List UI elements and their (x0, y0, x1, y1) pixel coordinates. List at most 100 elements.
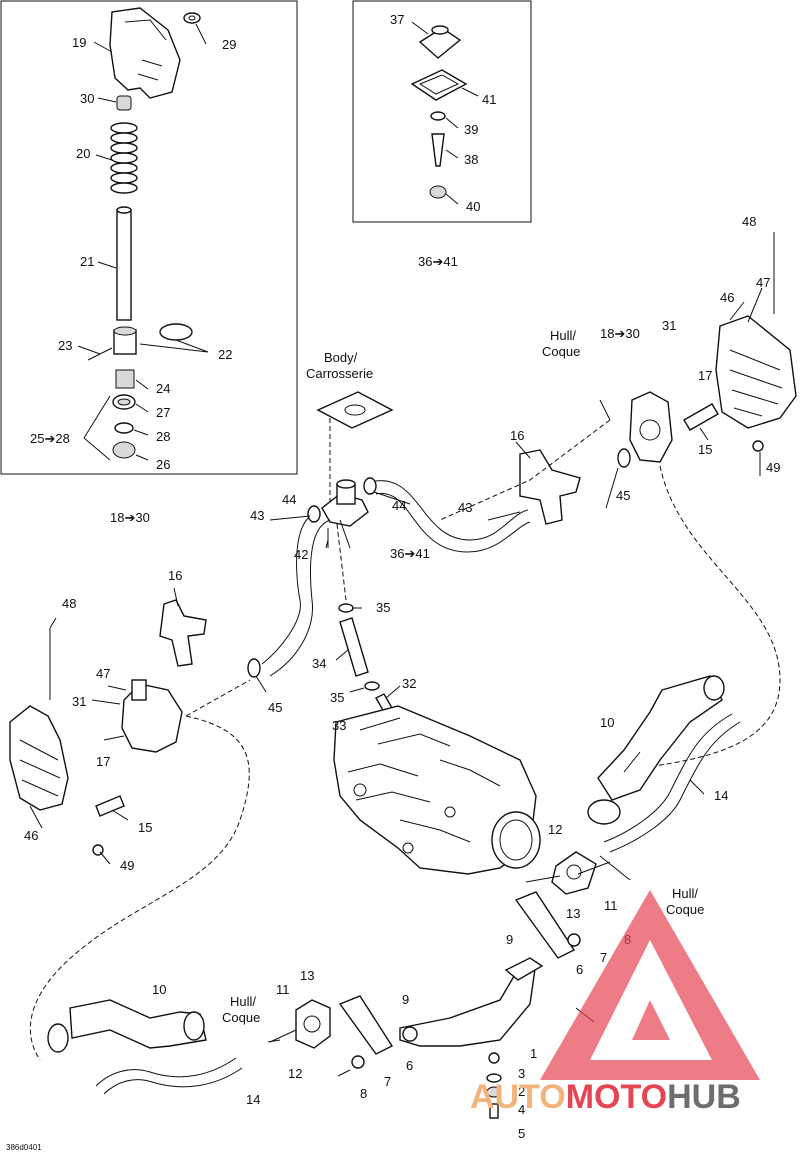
body-plate (316, 391, 394, 429)
callout-36-41-top: 36➔41 (418, 254, 458, 269)
document-code: 386d0401 (6, 1143, 42, 1152)
callout-42: 42 (294, 547, 308, 562)
watermark-logo: AUTOMOTOHUB (470, 890, 760, 1116)
callout-14-left: 14 (246, 1092, 260, 1107)
part-40-seal (429, 185, 447, 199)
jet-pump-housing (333, 705, 541, 875)
callout-44-left: 44 (282, 492, 296, 507)
hose-14-left (95, 1057, 237, 1087)
hose-43-right (369, 480, 529, 541)
callout-20: 20 (76, 146, 90, 161)
valve-assembly (410, 21, 479, 205)
callout-16-left: 16 (168, 568, 182, 583)
washer-7-left (351, 1055, 365, 1069)
callout-14-right: 14 (714, 788, 728, 803)
callout-43-right: 43 (458, 500, 472, 515)
callout-25-28: 25➔28 (30, 431, 70, 446)
callout-10-left: 10 (152, 982, 166, 997)
duct-10-right (597, 675, 723, 801)
hull-mid-label-line1: Hull/ (672, 886, 698, 901)
callout-7-left: 7 (384, 1074, 391, 1089)
shaft-15-left (95, 795, 125, 817)
inset-box-right (352, 0, 532, 223)
nut-3 (488, 1052, 500, 1064)
washer-7-right (567, 933, 581, 947)
callout-19: 19 (72, 35, 86, 50)
callout-45-right: 45 (616, 488, 630, 503)
callout-49-right: 49 (766, 460, 780, 475)
watermark-auto: AUTO (470, 1078, 566, 1116)
hull-top-label-line2: Coque (542, 344, 580, 359)
callout-15-left: 15 (138, 820, 152, 835)
arm-9 (514, 891, 576, 959)
link-12-right (504, 957, 544, 981)
callout-36-41-center: 36➔41 (390, 546, 430, 561)
callout-39: 39 (464, 122, 478, 137)
callout-8-left: 8 (360, 1086, 367, 1101)
callout-15-right: 15 (698, 442, 712, 457)
clamp-45-right (617, 448, 631, 468)
bolt-5 (489, 1103, 499, 1119)
callout-1: 1 (530, 1046, 537, 1061)
callout-40: 40 (466, 199, 480, 214)
steering-post-assembly (77, 7, 209, 461)
callout-10-right: 10 (600, 715, 614, 730)
part-26-seal (112, 441, 136, 459)
callout-35-top: 35 (376, 600, 390, 615)
callout-48-right: 48 (742, 214, 756, 229)
callout-31-left: 31 (72, 694, 86, 709)
hose-34 (339, 617, 369, 677)
part-24-gear (115, 369, 135, 389)
callout-26: 26 (156, 457, 170, 472)
callout-35-bottom: 35 (330, 690, 344, 705)
plate-11-right (551, 851, 597, 895)
bushing-4 (486, 1086, 502, 1098)
callout-44-right: 44 (392, 498, 406, 513)
callout-12-right: 12 (548, 822, 562, 837)
callout-28: 28 (156, 429, 170, 444)
hull-bottom-label-line1: Hull/ (230, 994, 256, 1009)
callout-27: 27 (156, 405, 170, 420)
callout-9-left: 9 (402, 992, 409, 1007)
part-28-ring (114, 422, 134, 434)
duct-10-left (69, 999, 207, 1049)
callout-24: 24 (156, 381, 170, 396)
callout-13-left: 13 (300, 968, 314, 983)
inset-box-left (0, 0, 298, 475)
nut-49-right (752, 440, 764, 452)
callout-12-left: 12 (288, 1066, 302, 1081)
part-30-clip (116, 95, 132, 111)
callout-5: 5 (518, 1126, 525, 1141)
bracket-16-left (159, 599, 207, 667)
bolt-8-left (337, 1069, 351, 1077)
hull-bottom-label-line2: Coque (222, 1010, 260, 1025)
part-21-tube (116, 209, 132, 321)
callout-13-right: 13 (566, 906, 580, 921)
cover-46-right (715, 315, 797, 429)
part-29-washer (183, 12, 201, 24)
clamp-45-left (247, 658, 261, 678)
callout-21: 21 (80, 254, 94, 269)
cover-46-left (9, 705, 69, 811)
callout-47-left: 47 (96, 666, 110, 681)
washer-2 (486, 1073, 502, 1083)
arm-6-left (338, 995, 394, 1055)
callout-31-right: 31 (662, 318, 676, 333)
watermark-hub: HUB (667, 1078, 741, 1116)
callout-34: 34 (312, 656, 326, 671)
body-label-line2: Carrosserie (306, 366, 373, 381)
callout-labels: 19 29 30 20 21 23 22 24 27 25➔28 28 26 3… (24, 12, 780, 1141)
hull-mid-label-line2: Coque (666, 902, 704, 917)
hose-43-left (261, 511, 319, 665)
lever-1 (399, 961, 537, 1047)
callout-37: 37 (390, 12, 404, 27)
callout-2: 2 (518, 1084, 525, 1099)
body-label-line1: Body/ (324, 350, 358, 365)
callout-18-30-right: 18➔30 (600, 326, 640, 341)
clamp-44-right (363, 477, 377, 495)
callout-11-right: 11 (604, 898, 618, 913)
svg-text:AUTOMOTOHUB: AUTOMOTOHUB (470, 1078, 741, 1116)
watermark-moto: MOTO (566, 1078, 667, 1116)
callout-17-right: 17 (698, 368, 712, 383)
